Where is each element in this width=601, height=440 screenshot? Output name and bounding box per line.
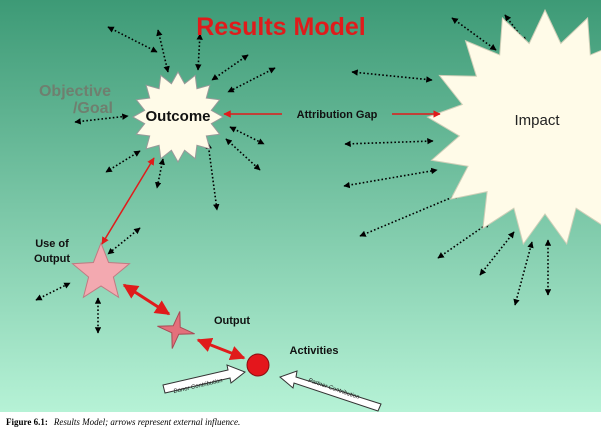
output-label: Output <box>214 315 250 327</box>
external-influence-arrow <box>74 113 129 125</box>
use-to-outcome-arrow <box>101 157 155 245</box>
figure-caption-text: Results Model; arrows represent external… <box>53 417 241 427</box>
use-of-label: Use of <box>35 238 69 250</box>
external-influence-arrow <box>227 67 276 93</box>
impact-starburst <box>426 8 601 246</box>
output-label-secondary: Output <box>34 253 70 265</box>
external-influence-arrow <box>343 167 438 189</box>
outcome-label: Outcome <box>145 108 210 125</box>
objective-label: Objective <box>39 83 111 100</box>
activities-circle <box>246 353 270 377</box>
donor-contribution-arrow: Donor Contribution <box>162 364 246 395</box>
external-influence-arrow <box>437 221 491 259</box>
external-influence-arrow <box>513 241 534 306</box>
figure-number: Figure 6.1: <box>6 417 48 427</box>
external-influence-arrow <box>479 231 515 276</box>
impact-label: Impact <box>514 112 560 129</box>
attribution-gap-label: Attribution Gap <box>297 109 378 121</box>
outcome-star <box>131 70 225 164</box>
external-influence-arrows <box>35 14 552 334</box>
use-of-output-star <box>71 241 131 299</box>
activities-label: Activities <box>290 345 339 357</box>
goal-label: /Goal <box>73 100 113 117</box>
external-influence-arrow <box>107 26 158 53</box>
activities-to-output-arrow <box>196 337 246 361</box>
output-star <box>157 311 195 349</box>
caption-area <box>0 412 601 440</box>
output-to-use-arrow <box>122 283 171 316</box>
external-influence-arrow <box>155 158 165 189</box>
external-influence-arrow <box>35 282 71 301</box>
figure-caption: Figure 6.1: Results Model; arrows represe… <box>6 417 240 427</box>
external-influence-arrow <box>359 193 461 237</box>
external-influence-arrow <box>344 137 434 148</box>
external-influence-arrow <box>225 138 261 171</box>
external-influence-arrow <box>107 227 141 255</box>
external-influence-arrow <box>451 17 497 51</box>
diagram-title: Results Model <box>196 13 365 41</box>
